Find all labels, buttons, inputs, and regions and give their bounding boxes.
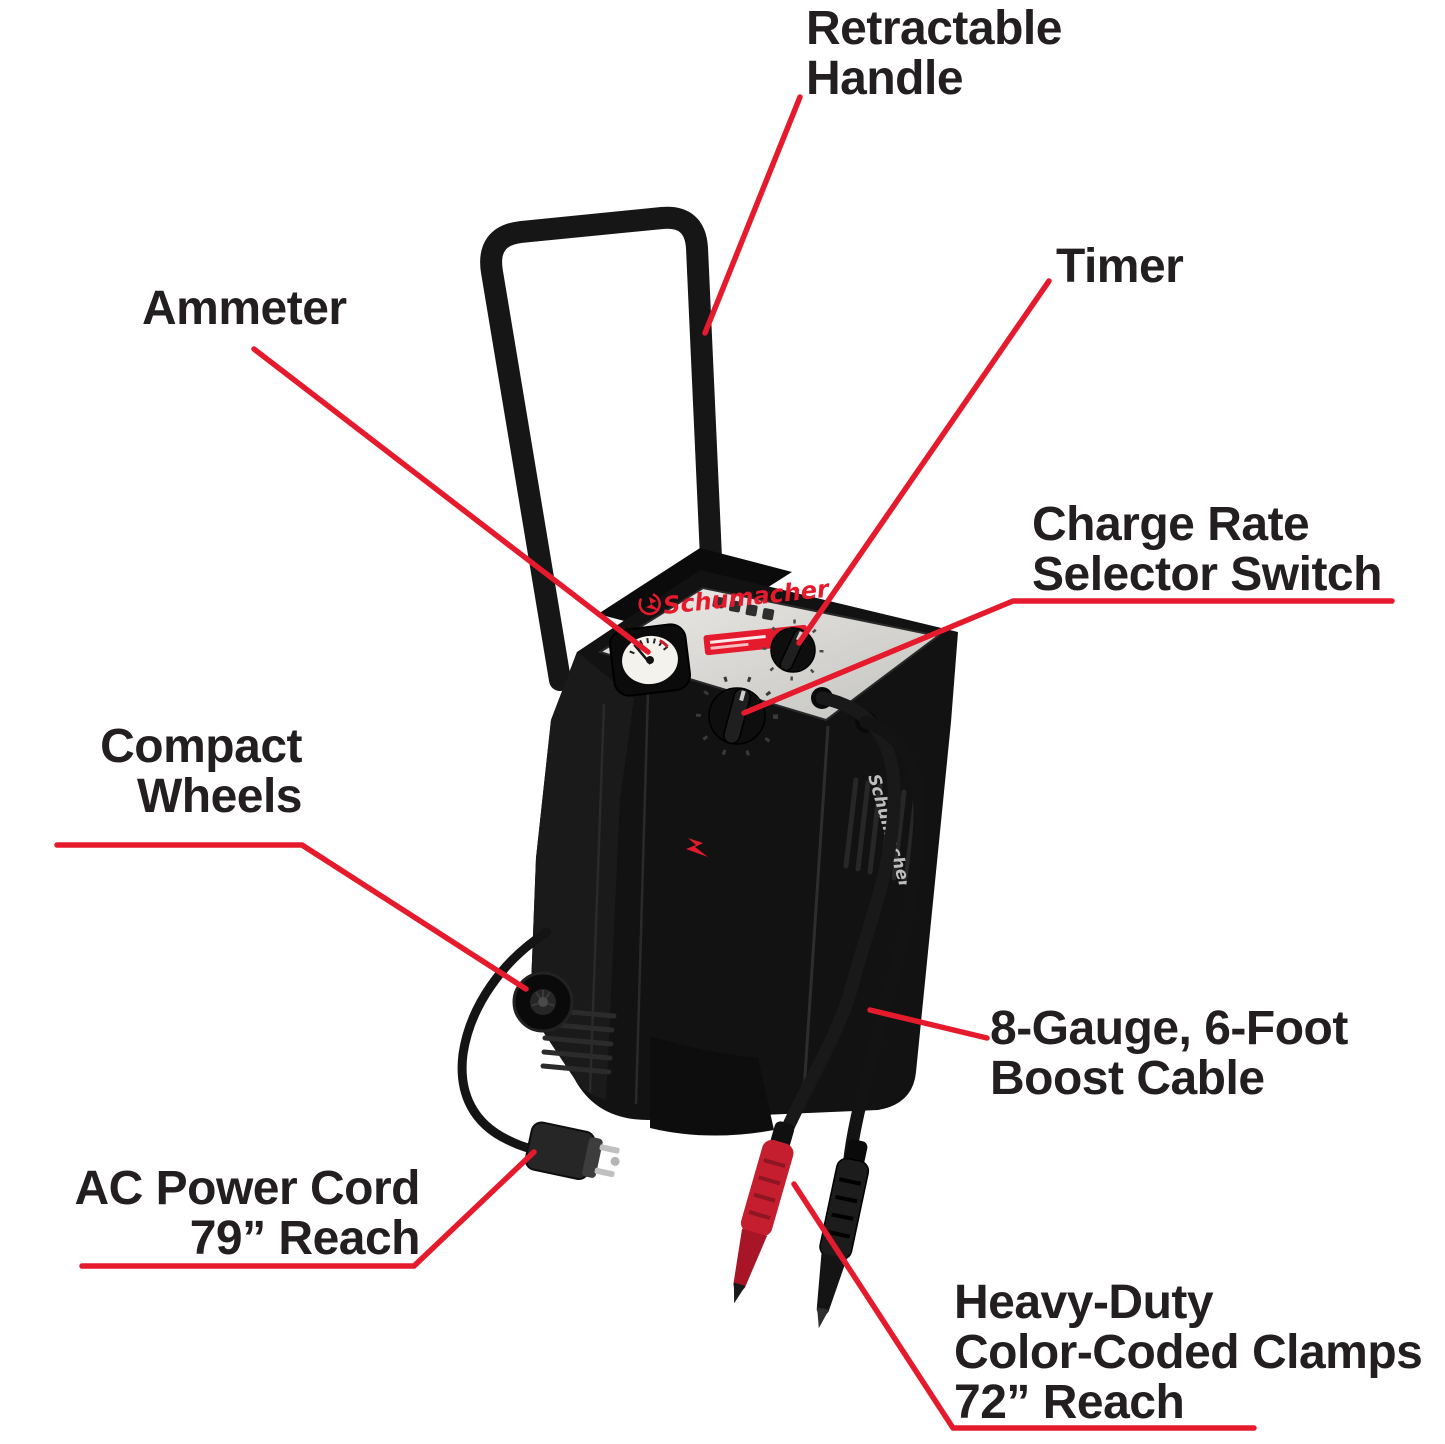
leader-ac-power-cord — [79, 1149, 537, 1269]
leader-compact-wheels — [54, 842, 529, 992]
charge-rate-knob — [696, 675, 778, 757]
brand-bolt-icon — [638, 593, 661, 616]
callout-boost-cable: 8-Gauge, 6-Foot Boost Cable — [990, 1002, 1348, 1105]
callout-retractable-handle: Retractable Handle — [806, 2, 1062, 105]
leader-charge-rate — [741, 598, 1395, 716]
callout-charge-rate-selector-switch: Charge Rate Selector Switch — [1032, 498, 1382, 601]
front-bolt-icon — [686, 838, 708, 857]
boost-cable-black-lead — [843, 715, 927, 1165]
leader-ammeter — [251, 346, 651, 655]
clamp-red — [733, 1121, 795, 1304]
ammeter-gauge — [608, 623, 692, 697]
callout-compact-wheels: Compact Wheels — [100, 720, 302, 823]
clamp-black — [816, 1139, 870, 1329]
callout-ammeter: Ammeter — [142, 282, 347, 335]
leader-retractable-handle — [702, 94, 803, 336]
leader-timer — [796, 278, 1052, 646]
handle-tube — [480, 206, 723, 691]
callout-ac-power-cord: AC Power Cord 79” Reach — [74, 1162, 420, 1265]
ac-plug — [524, 1121, 620, 1181]
warning-icons — [712, 596, 775, 621]
leader-lines — [54, 94, 1395, 1431]
front-right-edge — [801, 725, 830, 1107]
wheel — [512, 971, 574, 1033]
callout-heavy-duty-clamps: Heavy-Duty Color-Coded Clamps 72” Reach — [954, 1276, 1423, 1429]
leader-boost-cable — [867, 1007, 990, 1041]
front-foot — [650, 1036, 774, 1136]
callout-timer: Timer — [1056, 240, 1184, 293]
leader-clamps — [791, 1181, 1257, 1431]
